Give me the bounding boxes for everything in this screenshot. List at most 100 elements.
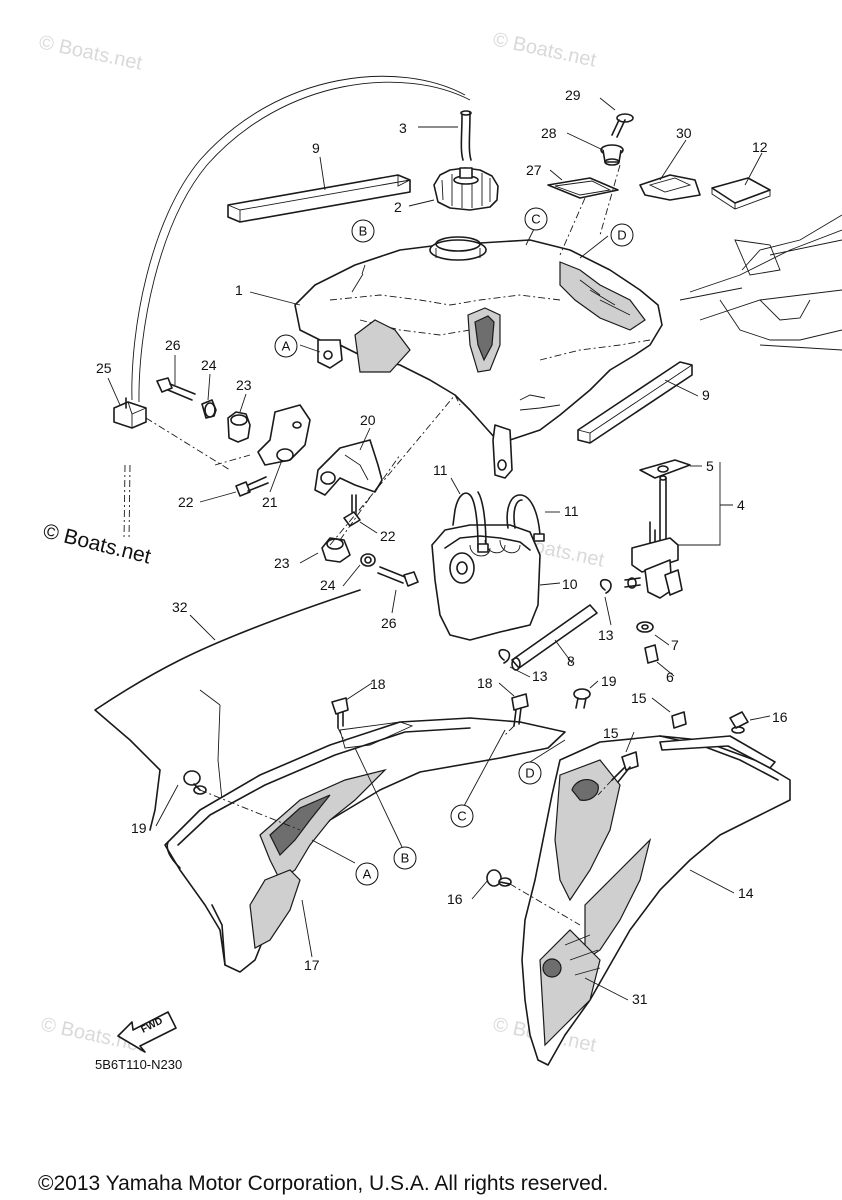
clamp-25 [113, 397, 147, 429]
clip-13-lower [498, 648, 511, 664]
callout: 17 [304, 957, 320, 973]
callout: 25 [96, 360, 112, 376]
grommet-19-right [573, 688, 591, 709]
pad-12 [711, 177, 771, 210]
callout: 15 [631, 690, 647, 706]
callout: 15 [603, 725, 619, 741]
side-cover-17 [164, 717, 566, 973]
vent-hose-routing [131, 75, 466, 401]
callout: 6 [666, 669, 674, 685]
watermark: © Boats.net [37, 31, 145, 74]
watermark: © Boats.net [491, 28, 599, 71]
clip-13-upper [599, 578, 612, 594]
callout: 26 [381, 615, 397, 631]
callout: 12 [752, 139, 768, 155]
callout: 22 [380, 528, 396, 544]
callout: 19 [131, 820, 147, 836]
band-11-right [506, 494, 545, 542]
bolt-26-upper [156, 377, 196, 401]
callout: 20 [360, 412, 376, 428]
grommet-16-lower [486, 869, 512, 887]
callout: 13 [598, 627, 614, 643]
gasket-5 [639, 459, 691, 479]
callout: 31 [632, 991, 648, 1007]
ref-B-bottom: B [393, 846, 417, 870]
fuel-cap [433, 167, 499, 211]
ref-A-bottom: A [355, 862, 379, 886]
damper-23-upper [227, 411, 251, 443]
ref-letter: D [617, 228, 626, 243]
bolt-22-upper [235, 476, 269, 497]
callout: 7 [671, 637, 679, 653]
callout: 9 [312, 140, 320, 156]
ref-letter: D [525, 766, 534, 781]
callout: 10 [562, 576, 578, 592]
callout: 14 [738, 885, 754, 901]
band-11-left [452, 491, 489, 553]
callout: 2 [394, 199, 402, 215]
callout: 16 [772, 709, 788, 725]
grommet-19-left [183, 770, 207, 795]
copyright-notice: ©2013 Yamaha Motor Corporation, U.S.A. A… [38, 1172, 608, 1195]
ref-letter: A [282, 339, 291, 354]
callout: 8 [567, 653, 575, 669]
callout: 19 [601, 673, 617, 689]
screw-18-right [511, 693, 529, 727]
bracket-20 [314, 439, 383, 496]
callout: 3 [399, 120, 407, 136]
callout: 21 [262, 494, 278, 510]
callout: 13 [532, 668, 548, 684]
damper-23-lower [321, 537, 351, 563]
callout: 23 [236, 377, 252, 393]
side-watermark: © Boats.net [41, 520, 153, 569]
ref-letter: B [359, 224, 368, 239]
callout: 27 [526, 162, 542, 178]
drawing-code: 5B6T110-N230 [95, 1057, 182, 1072]
ref-A-top: A [274, 334, 298, 358]
callout: 18 [370, 676, 386, 692]
callout: 11 [433, 462, 448, 478]
fuel-tank [294, 236, 663, 479]
callout: 18 [477, 675, 493, 691]
ref-letter: A [363, 867, 372, 882]
callout: 29 [565, 87, 581, 103]
ref-letter: C [531, 212, 540, 227]
callout: 22 [178, 494, 194, 510]
collar-28 [600, 144, 624, 166]
ref-C-bottom: C [450, 804, 474, 828]
side-cover-14 [521, 735, 791, 1066]
callout: 24 [320, 577, 336, 593]
ref-D-bottom: D [518, 761, 542, 785]
screw-18-left [331, 697, 349, 729]
callout: 4 [737, 497, 745, 513]
ref-C-top: C [524, 207, 548, 231]
frame-section [679, 214, 842, 351]
leader-lines [107, 97, 771, 1001]
callout: 1 [235, 282, 243, 298]
bracket-27 [547, 177, 619, 199]
ref-letter: C [457, 809, 466, 824]
bracket-21 [257, 404, 311, 466]
screw-29 [611, 113, 634, 138]
callout: 23 [274, 555, 290, 571]
callout: 24 [201, 357, 217, 373]
collar-24-lower [360, 553, 376, 567]
tank-protector [431, 524, 541, 641]
bolt-26-lower [377, 566, 419, 587]
collar-24-upper [201, 399, 217, 419]
ref-letter: B [401, 851, 410, 866]
callout: 26 [165, 337, 181, 353]
bracket-30 [639, 174, 701, 201]
callout: 28 [541, 125, 557, 141]
callout-numbers: 29 3 28 30 12 9 27 2 1 26 24 25 23 22 21… [96, 87, 788, 1007]
screw-15-mid [611, 751, 639, 783]
damper-lower [577, 361, 693, 444]
callout: 32 [172, 599, 188, 615]
breather-hose [460, 110, 472, 161]
screw-15-top [671, 711, 687, 729]
callout: 16 [447, 891, 463, 907]
callout: 30 [676, 125, 692, 141]
callout: 5 [706, 458, 714, 474]
ref-D-top: D [610, 223, 634, 247]
